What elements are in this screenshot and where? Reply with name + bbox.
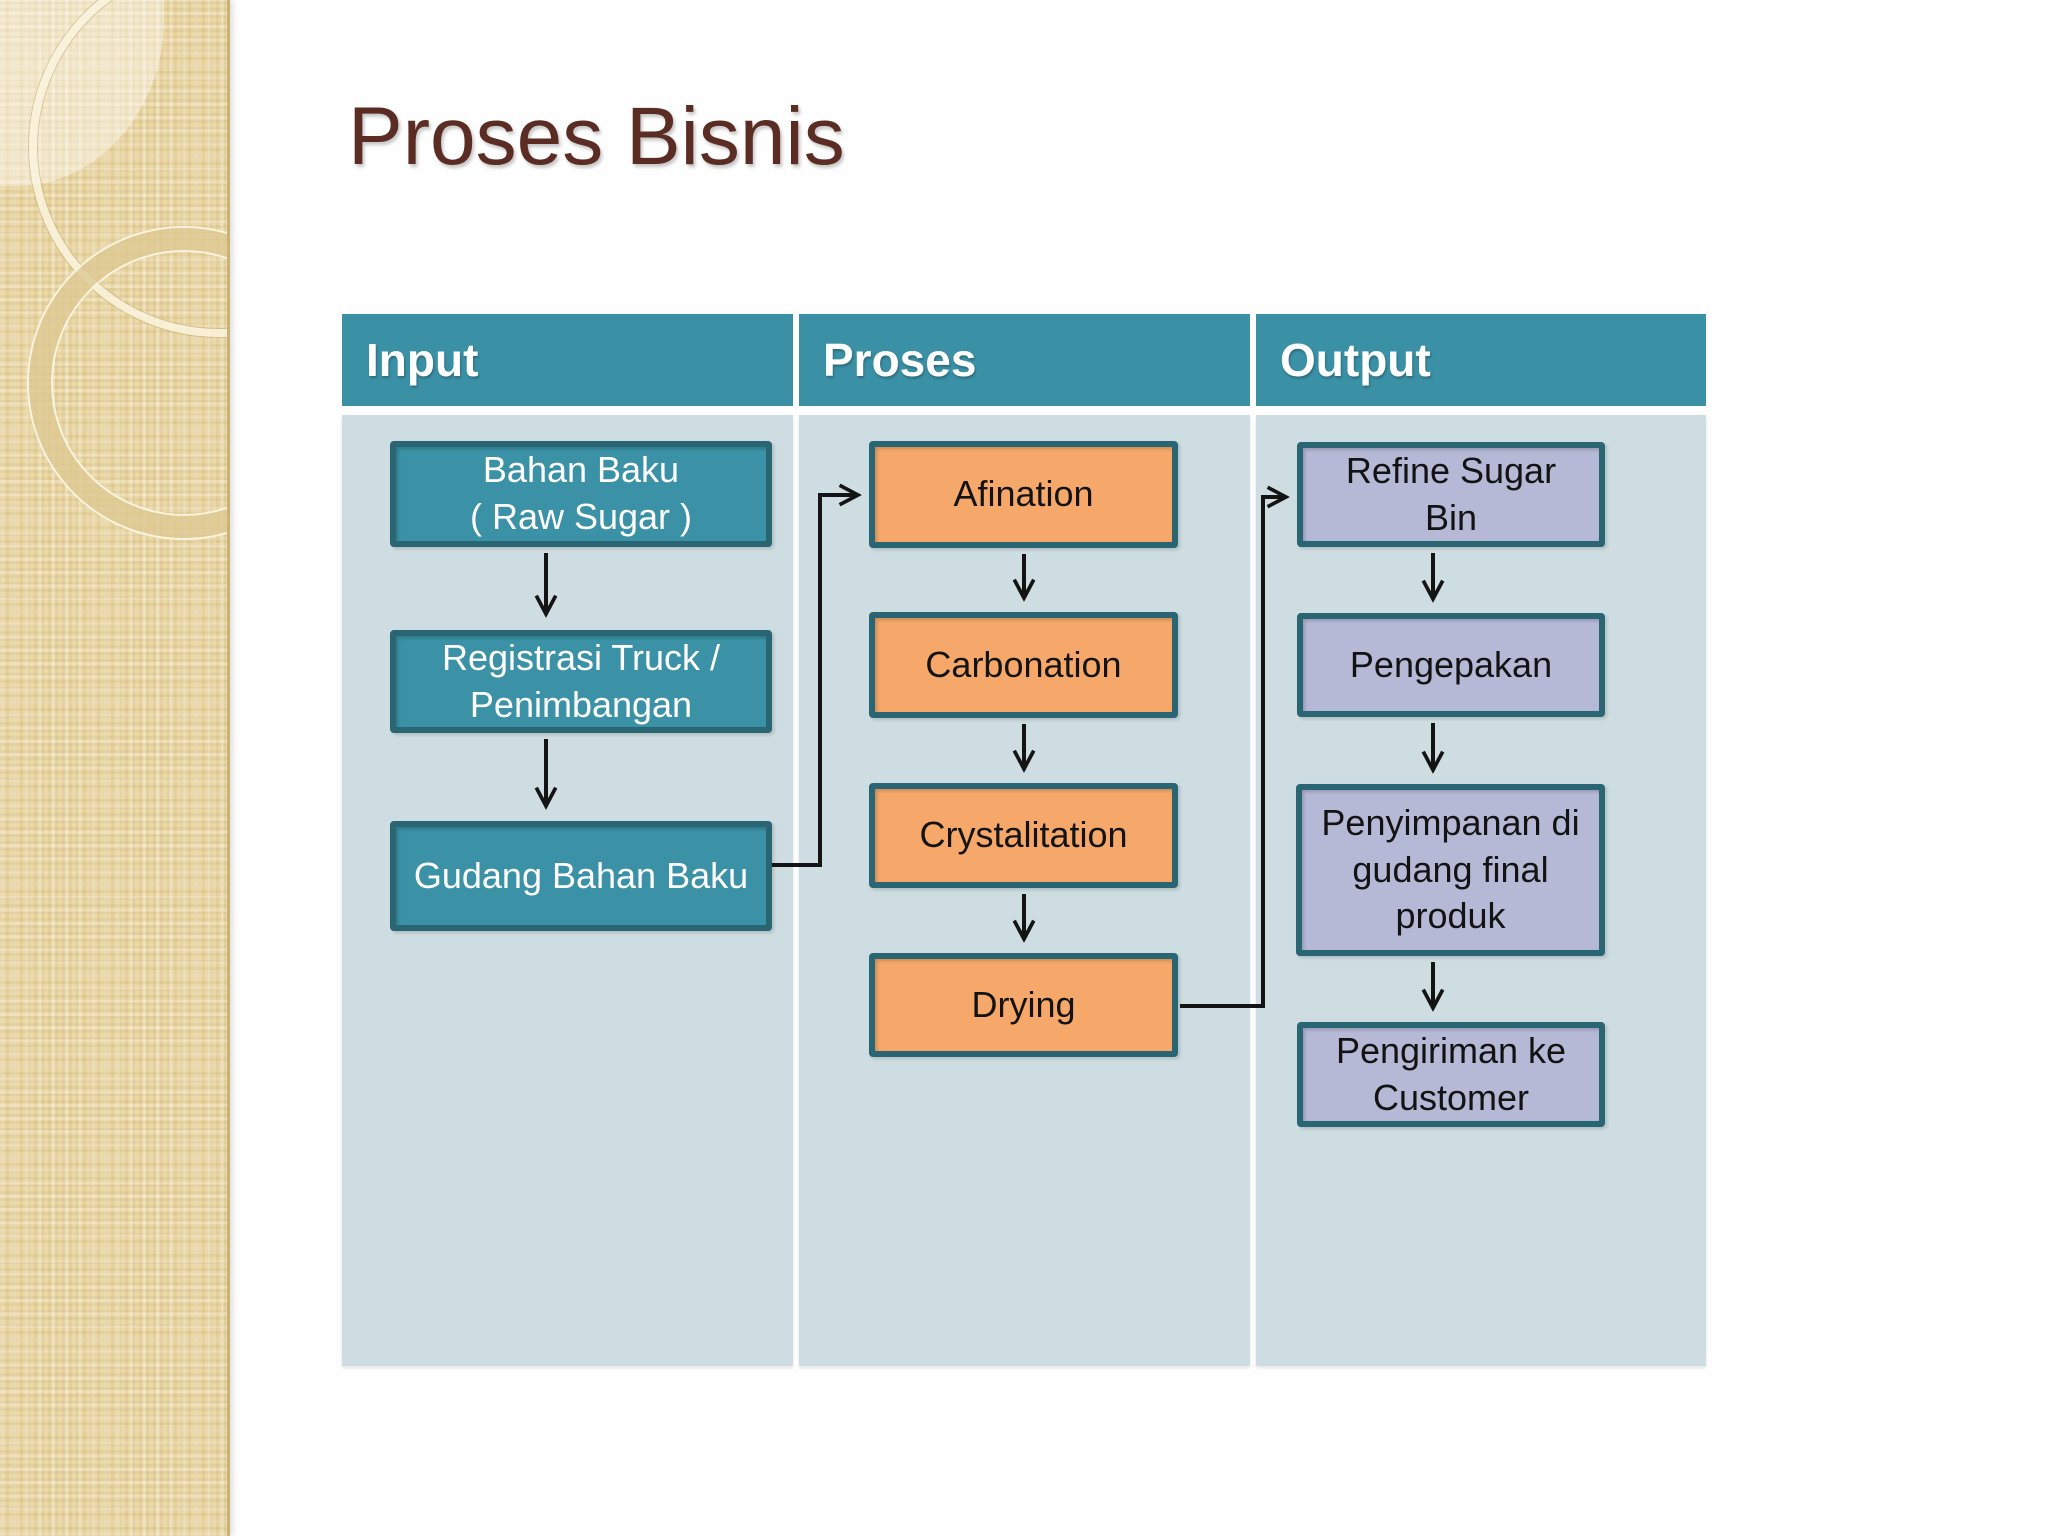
node-drying: Drying [869, 953, 1178, 1057]
node-afination: Afination [869, 441, 1178, 548]
column-header-output: Output [1256, 314, 1706, 406]
node-bahan-baku: Bahan Baku ( Raw Sugar ) [390, 441, 772, 547]
circle-ornament-bottom [29, 228, 227, 538]
node-refine-sugar-bin: Refine Sugar Bin [1297, 442, 1605, 547]
node-crystalitation: Crystalitation [869, 783, 1178, 888]
node-gudang-bahan-baku: Gudang Bahan Baku [390, 821, 772, 931]
node-registrasi-truck: Registrasi Truck / Penimbangan [390, 630, 772, 733]
slide-title: Proses Bisnis [348, 91, 845, 182]
node-pengiriman-ke-customer: Pengiriman ke Customer [1297, 1022, 1605, 1127]
sidebar-decoration [0, 0, 230, 1536]
column-body-proses [799, 415, 1250, 1366]
column-header-proses: Proses [799, 314, 1250, 406]
node-carbonation: Carbonation [869, 612, 1178, 718]
node-penyimpanan-gudang-final: Penyimpanan di gudang final produk [1296, 784, 1605, 956]
column-header-input: Input [342, 314, 793, 406]
node-pengepakan: Pengepakan [1297, 613, 1605, 717]
